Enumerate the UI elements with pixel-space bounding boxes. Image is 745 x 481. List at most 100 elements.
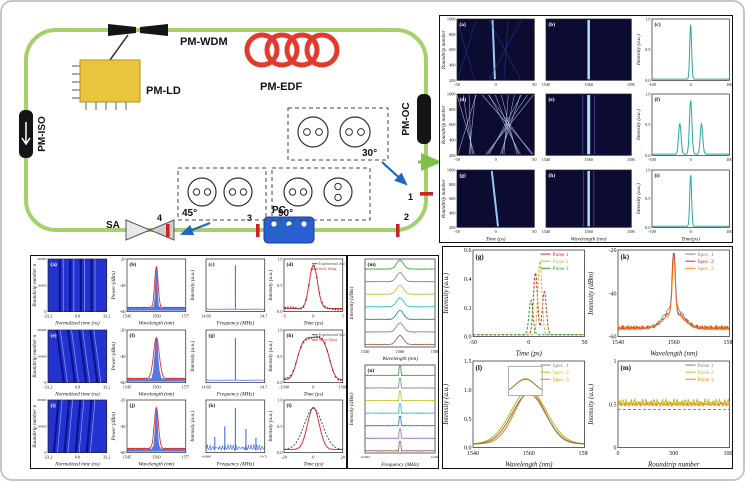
- svg-text:-20: -20: [608, 248, 616, 254]
- svg-text:0: 0: [689, 157, 691, 162]
- svg-text:50: 50: [532, 157, 536, 162]
- svg-text:33.2: 33.2: [103, 313, 110, 318]
- svg-text:0.5: 0.5: [277, 353, 282, 358]
- svg-text:(d): (d): [287, 261, 294, 268]
- svg-text:500: 500: [669, 451, 678, 457]
- svg-text:200: 200: [449, 224, 455, 229]
- svg-text:Pulse 2: Pulse 2: [697, 370, 713, 376]
- svg-text:14.69: 14.69: [201, 384, 211, 389]
- svg-text:Time (ps): Time (ps): [486, 235, 506, 242]
- svg-text:1540: 1540: [467, 451, 479, 457]
- svg-text:Experimental data: Experimental data: [319, 333, 346, 337]
- subplot-h: 154015601580Wavelength (nm)(h): [542, 169, 635, 242]
- svg-text:400: 400: [449, 138, 455, 143]
- svg-text:0: 0: [613, 445, 616, 451]
- svg-text:1575: 1575: [181, 455, 188, 460]
- svg-text:-33.2: -33.2: [44, 313, 53, 318]
- svg-text:400: 400: [449, 210, 455, 215]
- edf-label: PM-EDF: [260, 81, 302, 93]
- svg-text:(m): (m): [620, 364, 631, 372]
- svg-text:Time (ps): Time (ps): [304, 320, 324, 327]
- svg-text:0.0: 0.0: [645, 153, 650, 158]
- svg-text:0.0: 0.0: [645, 224, 650, 229]
- svg-text:Roundtrip number: Roundtrip number: [646, 460, 699, 468]
- svg-text:100000: 100000: [37, 354, 47, 358]
- svg-text:0.0: 0.0: [464, 445, 472, 451]
- svg-text:100: 100: [726, 229, 732, 234]
- svg-text:1560: 1560: [152, 313, 161, 318]
- svg-text:Pulse 1: Pulse 1: [697, 363, 713, 369]
- svg-text:Intensity (a.u.): Intensity (a.u.): [635, 109, 642, 141]
- svg-text:0.0: 0.0: [277, 309, 282, 314]
- svg-text:Intensity (a.u.): Intensity (a.u.): [267, 411, 274, 443]
- svg-text:200: 200: [449, 78, 455, 83]
- svg-text:Roundtrip number: Roundtrip number: [441, 29, 447, 70]
- svg-text:800: 800: [449, 181, 455, 186]
- svg-text:Time (ps): Time (ps): [304, 461, 324, 468]
- svg-text:33.2: 33.2: [103, 384, 110, 389]
- svg-text:Power (dBm): Power (dBm): [110, 412, 117, 442]
- svg-text:600: 600: [449, 196, 455, 201]
- svg-text:600: 600: [449, 47, 455, 52]
- svg-text:Pulse 2: Pulse 2: [553, 259, 569, 265]
- iso-label: PM-ISO: [37, 116, 48, 152]
- svg-text:-100: -100: [648, 157, 656, 162]
- svg-text:-60: -60: [608, 335, 616, 341]
- svg-text:0.5: 0.5: [645, 122, 650, 127]
- svg-text:0.5: 0.5: [464, 416, 472, 422]
- svg-text:Roundtrip number: Roundtrip number: [441, 105, 447, 146]
- svg-text:1.0: 1.0: [645, 167, 650, 172]
- svg-text:(k): (k): [208, 402, 215, 409]
- svg-text:0.5: 0.5: [645, 196, 650, 201]
- svg-text:Intensity (a.u.): Intensity (a.u.): [443, 383, 450, 426]
- svg-text:(a): (a): [51, 261, 58, 268]
- svg-text:-50: -50: [454, 229, 460, 234]
- svg-text:14.69: 14.69: [201, 313, 211, 318]
- svg-text:1560: 1560: [152, 384, 161, 389]
- svg-text:1545: 1545: [122, 384, 131, 389]
- svg-text:Spec. 2: Spec. 2: [553, 370, 569, 376]
- svg-text:800: 800: [449, 32, 455, 37]
- svg-text:1000: 1000: [447, 17, 456, 22]
- compare-panel: 154015601580Wavelength (nm)Intensity (dB…: [347, 255, 439, 469]
- svg-text:14.70: 14.70: [259, 313, 267, 318]
- svg-text:100: 100: [726, 82, 732, 87]
- svg-text:(k): (k): [620, 253, 629, 261]
- svg-text:Experimental data: Experimental data: [319, 262, 346, 266]
- svg-text:-50: -50: [469, 340, 477, 346]
- svg-text:Intensity (a.u.): Intensity (a.u.): [635, 34, 642, 66]
- svg-text:-60: -60: [120, 380, 126, 385]
- svg-text:-40: -40: [120, 283, 126, 288]
- port-3-label: 3: [247, 213, 252, 223]
- svg-text:Intensity (a.u.): Intensity (a.u.): [189, 270, 196, 302]
- svg-text:1540: 1540: [361, 349, 370, 354]
- svg-text:(g): (g): [208, 332, 215, 339]
- svg-text:Intensity (a.u.): Intensity (a.u.): [443, 272, 450, 315]
- svg-text:1560: 1560: [585, 157, 594, 162]
- svg-text:Intensity (a.u.): Intensity (a.u.): [267, 270, 274, 302]
- svg-text:Roundtrip number: Roundtrip number: [441, 178, 447, 219]
- oc-label: PM-OC: [401, 102, 412, 135]
- svg-text:1.0: 1.0: [645, 17, 650, 22]
- svg-text:Spec. 3: Spec. 3: [553, 377, 569, 383]
- svg-text:(d): (d): [459, 96, 466, 103]
- svg-text:Normalized time (ns): Normalized time (ns): [54, 320, 100, 327]
- port-2-label: 2: [404, 212, 409, 222]
- svg-text:0.5: 0.5: [609, 402, 617, 408]
- svg-text:(i): (i): [51, 402, 56, 409]
- svg-text:(f): (f): [129, 332, 135, 339]
- svg-text:1: 1: [613, 359, 616, 365]
- svg-text:Intensity (dBm): Intensity (dBm): [588, 271, 595, 316]
- svg-text:1.0: 1.0: [464, 387, 472, 393]
- svg-text:1.0: 1.0: [277, 257, 282, 262]
- svg-text:14.696: 14.696: [430, 455, 438, 459]
- svg-text:200000: 200000: [37, 398, 47, 402]
